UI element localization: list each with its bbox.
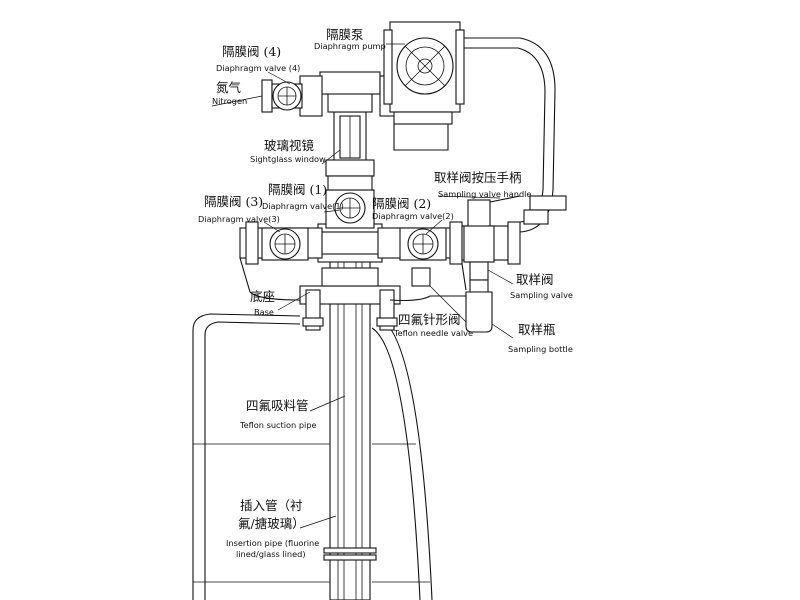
insertion-pipe bbox=[323, 254, 377, 600]
label-sampling-bottle: 取样瓶 Sampling bottle bbox=[508, 322, 573, 354]
svg-text:取样阀: 取样阀 bbox=[516, 272, 554, 287]
svg-text:取样瓶: 取样瓶 bbox=[518, 322, 556, 337]
svg-text:隔膜阀 (4): 隔膜阀 (4) bbox=[222, 44, 281, 59]
svg-text:隔膜阀 (2): 隔膜阀 (2) bbox=[372, 196, 431, 211]
svg-text:四氟针形阀: 四氟针形阀 bbox=[398, 312, 461, 327]
label-teflon-suction-pipe: 四氟吸料管 Teflon suction pipe bbox=[239, 398, 317, 430]
svg-text:Sampling bottle: Sampling bottle bbox=[508, 344, 573, 354]
svg-text:四氟吸料管: 四氟吸料管 bbox=[246, 398, 309, 413]
label-sightglass: 玻璃视镜 Sightglass window bbox=[250, 138, 326, 164]
base-flange bbox=[299, 267, 401, 331]
sampling-valve bbox=[463, 195, 521, 281]
label-sampling-valve-handle: 取样阀按压手柄 Sampling valve handle bbox=[434, 170, 531, 199]
label-teflon-needle-valve: 四氟针形阀 Teflon needle valve bbox=[393, 312, 473, 338]
tank-vessel bbox=[192, 313, 433, 600]
svg-text:氟/搪玻璃）: 氟/搪玻璃） bbox=[238, 516, 305, 531]
svg-text:Insertion pipe (fluorine: Insertion pipe (fluorine bbox=[226, 538, 319, 548]
svg-text:Diaphragm pump: Diaphragm pump bbox=[314, 41, 386, 51]
svg-text:lined/glass lined): lined/glass lined) bbox=[236, 549, 306, 559]
label-diaphragm-valve-4: 隔膜阀 (4) Diaphragm valve (4) bbox=[216, 44, 300, 73]
diaphragm-valve-3 bbox=[261, 227, 309, 261]
label-sampling-valve: 取样阀 Sampling valve bbox=[510, 272, 573, 300]
label-diaphragm-valve-1: 隔膜阀 (1) Diaphragm valve(1) bbox=[262, 182, 344, 211]
needle-valve bbox=[239, 257, 467, 302]
svg-text:玻璃视镜: 玻璃视镜 bbox=[264, 138, 315, 153]
svg-text:隔膜泵: 隔膜泵 bbox=[326, 27, 364, 42]
label-base: 底座 Base bbox=[250, 289, 275, 317]
label-diaphragm-valve-3: 隔膜阀 (3) Diaphragm valve(3) bbox=[198, 194, 280, 224]
sampling-bottle bbox=[465, 279, 493, 333]
svg-text:插入管（衬: 插入管（衬 bbox=[240, 498, 303, 513]
diaphragm-valve-2 bbox=[399, 227, 447, 261]
label-insertion-pipe: 插入管（衬 氟/搪玻璃） Insertion pipe (fluorine li… bbox=[226, 498, 319, 559]
svg-text:Diaphragm valve (4): Diaphragm valve (4) bbox=[216, 63, 300, 73]
label-diaphragm-pump: 隔膜泵 Diaphragm pump bbox=[314, 27, 386, 51]
svg-text:隔膜阀 (1): 隔膜阀 (1) bbox=[268, 182, 327, 197]
svg-text:Diaphragm valve(3): Diaphragm valve(3) bbox=[198, 214, 280, 224]
leader-lines bbox=[211, 43, 514, 529]
svg-text:氮气: 氮气 bbox=[216, 80, 242, 95]
svg-text:Teflon suction pipe: Teflon suction pipe bbox=[239, 420, 317, 430]
svg-text:Sampling valve handle: Sampling valve handle bbox=[438, 189, 531, 199]
diaphragm-valve-1 bbox=[325, 189, 375, 229]
svg-text:Sampling valve: Sampling valve bbox=[510, 290, 573, 300]
svg-text:Teflon needle valve: Teflon needle valve bbox=[393, 328, 473, 338]
svg-text:取样阀按压手柄: 取样阀按压手柄 bbox=[434, 170, 522, 185]
svg-text:底座: 底座 bbox=[250, 289, 275, 304]
diaphragm-pump bbox=[383, 21, 465, 151]
label-nitrogen: 氮气 Nitrogen bbox=[212, 80, 247, 106]
svg-text:Nitrogen: Nitrogen bbox=[212, 96, 247, 106]
svg-text:Diaphragm valve(2): Diaphragm valve(2) bbox=[372, 211, 454, 221]
svg-text:隔膜阀 (3): 隔膜阀 (3) bbox=[204, 194, 263, 209]
svg-text:Diaphragm valve(1): Diaphragm valve(1) bbox=[262, 201, 344, 211]
diaphragm-valve-4 bbox=[272, 81, 302, 111]
svg-text:Base: Base bbox=[254, 307, 274, 317]
svg-text:Sightglass window: Sightglass window bbox=[250, 154, 326, 164]
return-pipe bbox=[464, 37, 567, 233]
sightglass-column bbox=[325, 91, 375, 191]
label-diaphragm-valve-2: 隔膜阀 (2) Diaphragm valve(2) bbox=[372, 196, 454, 221]
